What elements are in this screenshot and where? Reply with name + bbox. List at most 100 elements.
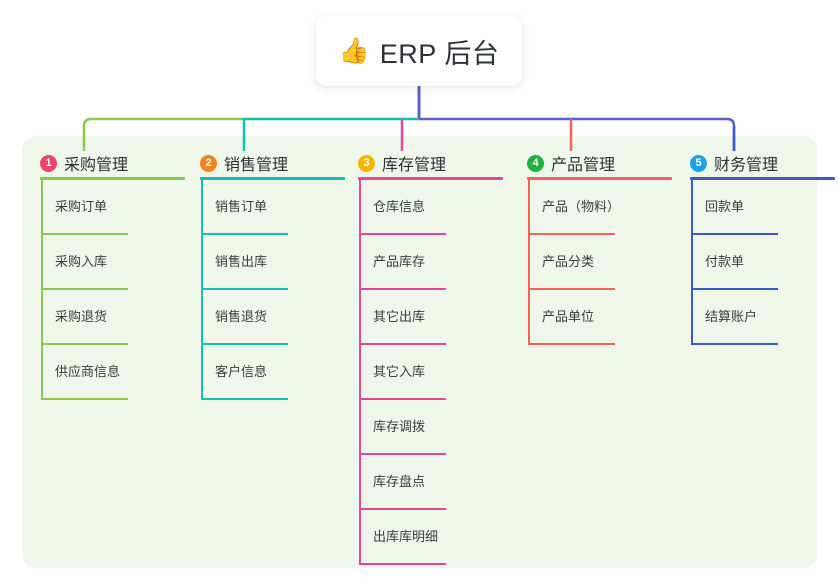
list-item-label: 结算账户 — [705, 309, 758, 324]
list-item[interactable]: 客户信息 — [200, 345, 288, 400]
column-title-3: 库存管理 — [382, 157, 447, 174]
list-item-label: 客户信息 — [215, 364, 268, 379]
list-item[interactable]: 结算账户 — [690, 290, 778, 345]
column-badge-3: 3 — [358, 154, 375, 172]
list-item-label: 采购退货 — [55, 309, 108, 324]
column-header-3[interactable]: 3 库存管理 — [358, 146, 503, 180]
column-spine-4 — [528, 180, 530, 345]
column-badge-4: 4 — [527, 154, 544, 172]
column-title-5: 财务管理 — [714, 157, 779, 174]
column-header-5[interactable]: 5 财务管理 — [690, 146, 835, 180]
list-item[interactable]: 产品分类 — [527, 235, 615, 290]
list-item[interactable]: 供应商信息 — [40, 345, 128, 400]
list-item-underline — [359, 453, 446, 455]
list-item-underline — [359, 233, 446, 235]
list-item[interactable]: 采购订单 — [40, 180, 128, 235]
column-title-1: 采购管理 — [64, 157, 129, 174]
list-item-label: 产品单位 — [542, 309, 595, 324]
column-items-3: 仓库信息产品库存其它出库其它入库库存调拨库存盘点出库库明细 — [358, 180, 446, 565]
list-item-label: 库存盘点 — [373, 474, 426, 489]
list-item-underline — [41, 343, 128, 345]
list-item-underline — [691, 233, 778, 235]
list-item-label: 产品分类 — [542, 254, 595, 269]
list-item[interactable]: 仓库信息 — [358, 180, 446, 235]
column-title-2: 销售管理 — [224, 157, 289, 174]
list-item-label: 销售出库 — [215, 254, 268, 269]
list-item-label: 供应商信息 — [55, 364, 121, 379]
list-item-underline — [359, 288, 446, 290]
list-item-underline — [41, 288, 128, 290]
list-item-underline — [528, 233, 615, 235]
column-spine-5 — [691, 180, 693, 345]
list-item[interactable]: 其它出库 — [358, 290, 446, 345]
list-item[interactable]: 回款单 — [690, 180, 778, 235]
list-item-label: 产品（物料） — [542, 199, 621, 214]
column-items-4: 产品（物料） 产品分类产品单位 — [527, 180, 620, 345]
list-item-label: 其它出库 — [373, 309, 426, 324]
list-item[interactable]: 采购入库 — [40, 235, 128, 290]
root-node[interactable]: 👍 ERP 后台 — [316, 16, 522, 86]
column-2: 2 销售管理销售订单销售出库销售退货客户信息 — [200, 146, 345, 400]
list-item-label: 仓库信息 — [373, 199, 426, 214]
column-spine-3 — [359, 180, 361, 565]
list-item-underline — [201, 343, 288, 345]
column-3: 3 库存管理仓库信息产品库存其它出库其它入库库存调拨库存盘点出库库明细 — [358, 146, 503, 565]
list-item-underline — [41, 233, 128, 235]
column-badge-2: 2 — [200, 154, 217, 172]
list-item-label: 回款单 — [705, 199, 745, 214]
column-4: 4 产品管理产品（物料） 产品分类产品单位 — [527, 146, 672, 345]
list-item-label: 付款单 — [705, 254, 745, 269]
list-item-underline — [201, 288, 288, 290]
diagram-panel — [22, 136, 817, 568]
column-badge-1: 1 — [40, 154, 57, 172]
list-item-underline — [201, 398, 288, 400]
list-item[interactable]: 产品（物料） — [527, 180, 620, 235]
list-item-label: 其它入库 — [373, 364, 426, 379]
column-header-2[interactable]: 2 销售管理 — [200, 146, 345, 180]
list-item[interactable]: 销售退货 — [200, 290, 288, 345]
column-header-4[interactable]: 4 产品管理 — [527, 146, 672, 180]
list-item-label: 采购订单 — [55, 199, 108, 214]
list-item-underline — [691, 288, 778, 290]
column-items-2: 销售订单销售出库销售退货客户信息 — [200, 180, 288, 400]
column-spine-1 — [41, 180, 43, 400]
list-item-underline — [528, 343, 615, 345]
list-item-underline — [359, 563, 446, 565]
list-item-underline — [41, 398, 128, 400]
column-items-1: 采购订单采购入库采购退货供应商信息 — [40, 180, 128, 400]
list-item-label: 销售退货 — [215, 309, 268, 324]
thumbs-up-icon: 👍 — [338, 36, 370, 65]
list-item-label: 采购入库 — [55, 254, 108, 269]
list-item-label: 库存调拨 — [373, 419, 426, 434]
list-item-label: 销售订单 — [215, 199, 268, 214]
list-item[interactable]: 库存调拨 — [358, 400, 446, 455]
list-item[interactable]: 库存盘点 — [358, 455, 446, 510]
list-item-underline — [528, 288, 615, 290]
column-title-4: 产品管理 — [551, 157, 616, 174]
root-title: ERP 后台 — [379, 38, 500, 69]
list-item[interactable]: 销售出库 — [200, 235, 288, 290]
list-item[interactable]: 产品库存 — [358, 235, 446, 290]
list-item[interactable]: 采购退货 — [40, 290, 128, 345]
list-item[interactable]: 其它入库 — [358, 345, 446, 400]
list-item-underline — [359, 343, 446, 345]
column-1: 1 采购管理采购订单采购入库采购退货供应商信息 — [40, 146, 185, 400]
list-item[interactable]: 产品单位 — [527, 290, 615, 345]
list-item[interactable]: 出库库明细 — [358, 510, 446, 565]
column-items-5: 回款单付款单结算账户 — [690, 180, 778, 345]
list-item-label: 出库库明细 — [373, 529, 439, 544]
list-item-underline — [359, 398, 446, 400]
column-underline-2 — [200, 177, 345, 180]
column-badge-5: 5 — [690, 154, 707, 172]
list-item[interactable]: 销售订单 — [200, 180, 288, 235]
list-item-underline — [691, 343, 778, 345]
list-item-underline — [201, 233, 288, 235]
list-item[interactable]: 付款单 — [690, 235, 778, 290]
column-underline-5 — [690, 177, 835, 180]
column-5: 5 财务管理回款单付款单结算账户 — [690, 146, 835, 345]
list-item-underline — [359, 508, 446, 510]
list-item-label: 产品库存 — [373, 254, 426, 269]
column-underline-1 — [40, 177, 185, 180]
column-header-1[interactable]: 1 采购管理 — [40, 146, 185, 180]
